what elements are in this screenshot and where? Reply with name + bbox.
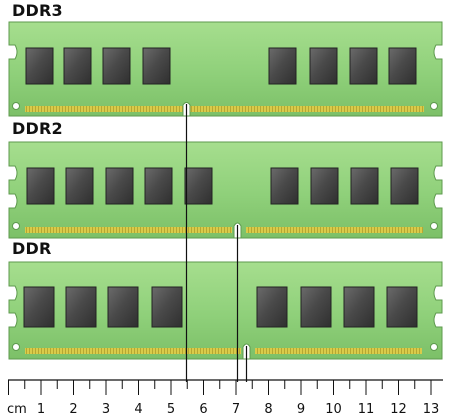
ddr3-pcb	[8, 21, 443, 117]
ddr2-chip	[270, 167, 299, 205]
ddr-chip	[386, 286, 418, 328]
ddr-pcb	[8, 261, 443, 360]
ddr-chip	[23, 286, 55, 328]
ddr3-chip	[349, 47, 378, 85]
ddr2-contacts-right	[246, 227, 423, 233]
ddr3-contacts-left	[25, 106, 183, 112]
ddr3-mount-hole	[12, 102, 20, 110]
ddr2-mount-hole	[12, 222, 20, 230]
ruler-number: 1	[37, 402, 45, 417]
ruler-number: 13	[423, 402, 440, 417]
ddr2-chip	[390, 167, 419, 205]
ddr-label: DDR	[12, 239, 52, 258]
ruler-unit-label: cm	[7, 402, 27, 417]
ddr3-chip	[63, 47, 92, 85]
ddr-chips	[23, 286, 418, 328]
ddr-mount-hole	[12, 343, 20, 351]
ddr2-chip	[184, 167, 213, 205]
ruler-number: 12	[390, 402, 407, 417]
ddr3-chip	[102, 47, 131, 85]
ddr-chip	[151, 286, 183, 328]
ruler-number: 9	[297, 402, 305, 417]
ruler-number: 7	[232, 402, 240, 417]
ruler-number: 2	[69, 402, 77, 417]
ddr-chip	[65, 286, 97, 328]
ddr-chip	[107, 286, 139, 328]
ddr2-chip	[310, 167, 339, 205]
ruler-number: 4	[134, 402, 142, 417]
ddr2-chip	[350, 167, 379, 205]
ddr-mount-hole	[430, 343, 438, 351]
ddr2-pcb	[8, 141, 443, 239]
ddr3-chip	[388, 47, 417, 85]
ddr3-chips	[25, 47, 417, 85]
ruler-number: 11	[358, 402, 375, 417]
ddr-module	[8, 261, 443, 360]
ddr2-module	[8, 141, 443, 239]
ddr2-chip	[26, 167, 55, 205]
ddr-chip	[300, 286, 332, 328]
ddr3-chip	[268, 47, 297, 85]
notch-alignment-lines	[185, 104, 248, 382]
ddr3-chip	[25, 47, 54, 85]
ddr3-mount-hole	[430, 102, 438, 110]
ddr2-label: DDR2	[12, 119, 63, 138]
ruler-number: 6	[199, 402, 207, 417]
ddr2-chip	[105, 167, 134, 205]
ddr2-contacts-left	[25, 227, 232, 233]
ddr-contacts-left	[25, 348, 241, 354]
ddr2-chips	[26, 167, 419, 205]
ddr-chip	[343, 286, 375, 328]
ruler-number: 5	[167, 402, 175, 417]
ruler-number: 8	[264, 402, 272, 417]
ruler-number: 3	[102, 402, 110, 417]
ddr2-chip	[144, 167, 173, 205]
ddr2-mount-hole	[430, 222, 438, 230]
ruler-number: 10	[325, 402, 342, 417]
ddr-contacts-right	[255, 348, 422, 354]
ddr3-contacts-right	[190, 106, 424, 112]
ddr3-label: DDR3	[12, 1, 63, 20]
ddr-chip	[256, 286, 288, 328]
ruler-ticks	[8, 380, 432, 395]
ddr2-chip	[65, 167, 94, 205]
ddr3-module	[8, 21, 443, 117]
ddr3-chip	[309, 47, 338, 85]
ddr3-chip	[142, 47, 171, 85]
